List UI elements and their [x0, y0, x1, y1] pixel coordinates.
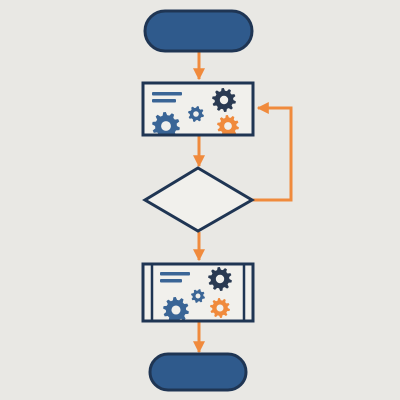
gear-icon — [163, 297, 189, 320]
gears-icon — [152, 88, 239, 134]
gear-hole — [195, 293, 201, 299]
process-box-2 — [141, 262, 255, 323]
decision-diamond — [142, 166, 255, 233]
end-terminal — [148, 352, 248, 392]
process-box-1 — [141, 81, 255, 137]
gear-hole — [216, 304, 224, 312]
gear-icon — [208, 267, 232, 291]
gear-icon — [210, 298, 230, 318]
gear-icon — [212, 88, 236, 112]
gear-hole — [219, 95, 229, 105]
gear-hole — [193, 111, 199, 117]
gear-hole — [161, 121, 171, 131]
gear-hole — [171, 305, 181, 315]
connector-decision-loop-back — [252, 102, 293, 202]
gear-icon — [188, 106, 204, 122]
start-terminal — [143, 9, 254, 53]
text-lines-icon — [160, 272, 190, 283]
gear-icon — [152, 112, 180, 134]
text-lines-icon — [152, 92, 182, 103]
gear-hole — [215, 274, 225, 284]
gear-icon — [191, 289, 205, 303]
gears-icon — [163, 267, 232, 320]
gear-icon — [217, 115, 239, 134]
gear-hole — [224, 122, 232, 130]
connectors — [193, 52, 293, 354]
